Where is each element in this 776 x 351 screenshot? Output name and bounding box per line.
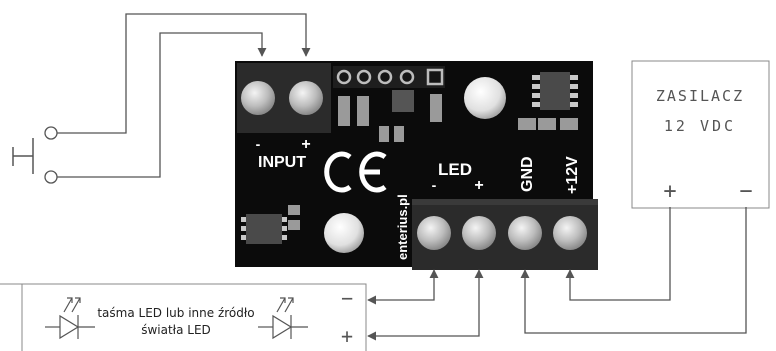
led-strip: taśma LED lub inne źródło światła LED − … <box>0 283 367 351</box>
led-plus-label: + <box>474 177 483 194</box>
led-strip-minus-label: − <box>341 286 353 310</box>
supply-title-line2: 12 VDC <box>664 117 736 135</box>
gnd-label: GND <box>519 156 536 192</box>
input-minus-screw <box>241 81 275 115</box>
smd-components <box>288 90 578 230</box>
push-button-switch-icon <box>12 126 58 184</box>
power-supply: ZASILACZ 12 VDC + − <box>631 60 770 209</box>
led-minus-wire <box>367 269 439 305</box>
v12-screw <box>553 216 587 250</box>
input-minus-label: - <box>256 136 261 152</box>
led-strip-desc-line1: taśma LED lub inne źródło <box>97 306 254 320</box>
v12-wire <box>565 207 671 301</box>
supply-plus-label: + <box>663 179 676 204</box>
power-led <box>324 213 364 253</box>
led-diode-icon <box>45 297 95 340</box>
led-minus-screw <box>417 216 451 250</box>
led-plus-screw <box>462 216 496 250</box>
v12-label: +12V <box>564 156 581 194</box>
led-plus-wire <box>367 269 484 341</box>
gnd-screw <box>508 216 542 250</box>
input-plus-wire <box>57 32 267 178</box>
led-strip-plus-label: + <box>341 324 353 348</box>
input-label: INPUT <box>258 154 306 171</box>
supply-minus-label: − <box>739 179 752 204</box>
input-plus-screw <box>289 81 323 115</box>
led-label: LED <box>438 160 472 179</box>
gnd-wire <box>520 207 747 334</box>
brand-label: enterius.pl <box>395 194 410 260</box>
input-minus-wire <box>57 13 311 134</box>
ce-mark <box>324 151 387 193</box>
led-strip-desc-line2: światła LED <box>141 323 211 337</box>
smd-chip-bottom <box>241 214 287 244</box>
pin-header <box>333 66 445 88</box>
smd-chip-top <box>532 72 578 110</box>
pcb-board: - + INPUT LED - + GND +12V enterius.pl <box>235 61 598 270</box>
status-led <box>464 77 506 119</box>
input-plus-label: + <box>301 136 310 153</box>
led-minus-label: - <box>432 177 437 193</box>
supply-title-line1: ZASILACZ <box>656 87 744 105</box>
led-diode-icon <box>258 297 308 340</box>
